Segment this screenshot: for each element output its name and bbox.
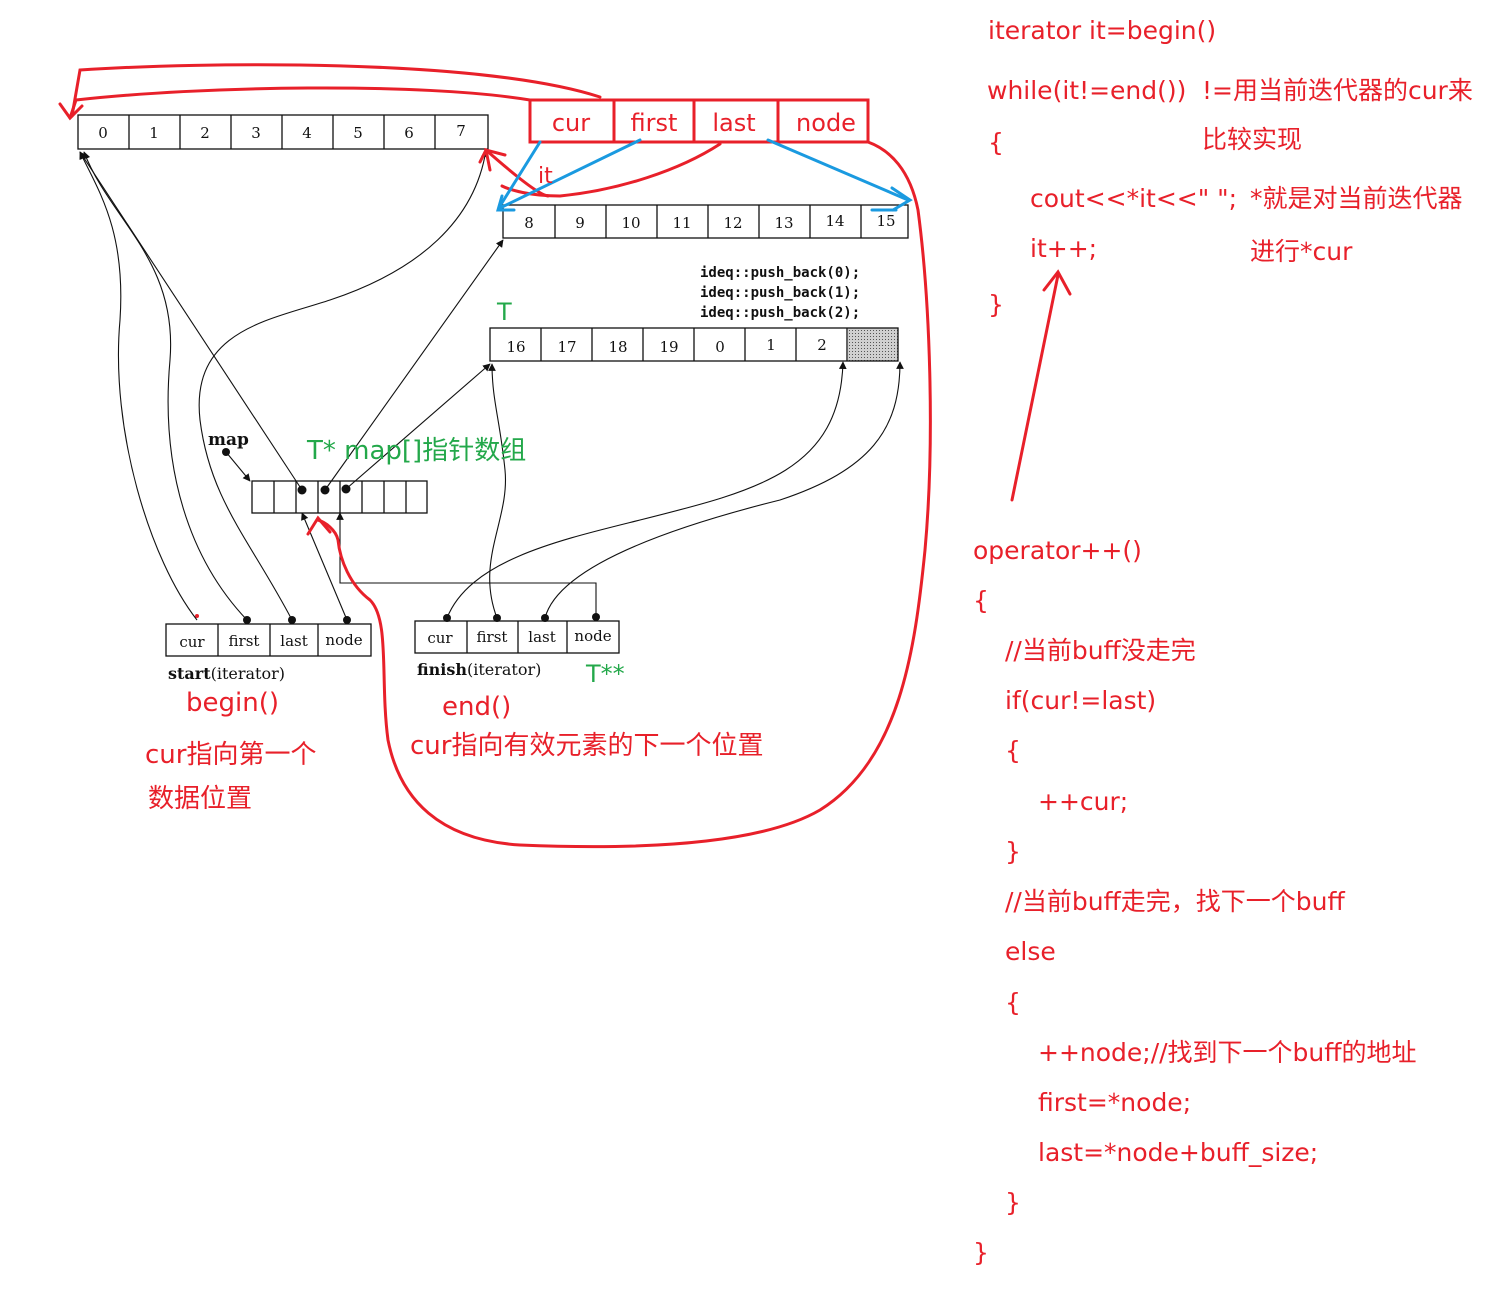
end-note: cur指向有效元素的下一个位置 bbox=[410, 731, 764, 761]
note-deref-2: 进行*cur bbox=[1250, 237, 1353, 266]
finish-rest: (iterator) bbox=[466, 660, 542, 679]
buf2-cell: 9 bbox=[575, 214, 585, 232]
buf3-cell: 16 bbox=[506, 338, 525, 356]
note-deref-1: *就是对当前迭代器 bbox=[1250, 184, 1463, 213]
buffer-3 bbox=[489, 327, 899, 362]
buf1-cell: 1 bbox=[149, 124, 159, 142]
op-line-5: ++cur; bbox=[1038, 787, 1129, 816]
buffer-1-values: 0 1 2 3 4 5 6 7 bbox=[98, 122, 466, 142]
top-iterator-box bbox=[528, 98, 870, 144]
start-iterator-label: start(iterator) bbox=[168, 664, 285, 683]
end-label: end() bbox=[442, 692, 512, 722]
op-line-14: } bbox=[973, 1238, 989, 1267]
start-field: cur bbox=[179, 633, 205, 651]
loop-line-3: cout<<*it<<" "; bbox=[1030, 184, 1238, 213]
begin-note-1: cur指向第一个 bbox=[145, 740, 317, 770]
loop-brace-close: } bbox=[988, 290, 1004, 319]
op-line-13: } bbox=[1005, 1188, 1021, 1217]
loop-brace-open: { bbox=[988, 128, 1004, 157]
start-rest: (iterator) bbox=[210, 664, 285, 683]
push-back-line-1: ideq::push_back(1); bbox=[700, 285, 861, 301]
op-line-10: ++node;//找到下一个buff的地址 bbox=[1038, 1038, 1417, 1067]
finish-iterator-box bbox=[414, 620, 620, 654]
buf3-cell: 19 bbox=[659, 338, 678, 356]
finish-field: first bbox=[477, 628, 508, 646]
buf3-cell: 17 bbox=[557, 338, 576, 356]
buf2-cell: 10 bbox=[621, 214, 640, 232]
buf2-cell: 11 bbox=[672, 214, 691, 232]
op-line-12: last=*node+buff_size; bbox=[1038, 1138, 1319, 1167]
buf3-cell: 1 bbox=[766, 336, 776, 354]
buf2-cell: 14 bbox=[825, 212, 844, 230]
buf2-cell: 8 bbox=[524, 214, 534, 232]
buffer-2 bbox=[502, 204, 909, 239]
push-back-line-0: ideq::push_back(0); bbox=[700, 265, 861, 281]
finish-field: last bbox=[528, 628, 555, 646]
push-back-line-2: ideq::push_back(2); bbox=[700, 305, 861, 321]
op-line-9: { bbox=[1005, 988, 1021, 1017]
op-line-8: else bbox=[1005, 937, 1056, 966]
start-field: first bbox=[229, 632, 260, 650]
buf2-cell: 15 bbox=[876, 212, 895, 230]
top-field-node: node bbox=[796, 109, 856, 137]
blue-arrows bbox=[496, 138, 913, 212]
buffer-1 bbox=[77, 114, 489, 150]
map-array bbox=[251, 480, 428, 514]
buf1-cell: 2 bbox=[200, 124, 210, 142]
op-line-7: //当前buff走完，找下一个buff bbox=[1005, 887, 1345, 916]
finish-iterator-label: finish(iterator) bbox=[417, 660, 541, 679]
buf2-cell: 13 bbox=[774, 214, 793, 232]
loop-line-1: iterator it=begin() bbox=[988, 16, 1217, 45]
begin-note-2: 数据位置 bbox=[148, 784, 253, 814]
loop-line-4: it++; bbox=[1030, 234, 1098, 263]
buf1-cell: 0 bbox=[98, 124, 108, 142]
start-field: last bbox=[280, 632, 307, 650]
op-line-6: } bbox=[1005, 837, 1021, 866]
note-neq-2: 比较实现 bbox=[1202, 125, 1303, 154]
buffer-3-values: 16 17 18 19 0 1 2 bbox=[506, 336, 826, 356]
loop-line-2: while(it!=end()) bbox=[987, 76, 1187, 105]
T-label: T bbox=[497, 298, 512, 326]
top-field-first: first bbox=[631, 109, 678, 137]
it-label: it bbox=[538, 164, 553, 189]
begin-label: begin() bbox=[186, 688, 279, 718]
op-line-3: if(cur!=last) bbox=[1005, 686, 1157, 715]
buf1-cell: 6 bbox=[404, 124, 414, 142]
top-field-last: last bbox=[712, 109, 755, 137]
buf2-cell: 12 bbox=[723, 214, 742, 232]
buf1-cell: 5 bbox=[353, 124, 363, 142]
top-iterator-fields: cur first last node bbox=[552, 109, 856, 137]
op-line-11: first=*node; bbox=[1038, 1088, 1192, 1117]
pointer-lines bbox=[79, 149, 904, 621]
start-iterator-box bbox=[165, 623, 372, 657]
op-line-2: //当前buff没走完 bbox=[1005, 636, 1196, 665]
red-arrows bbox=[58, 63, 1072, 849]
map-pointer-array-label: T* map[]指针数组 bbox=[307, 436, 527, 466]
buf3-cell: 0 bbox=[715, 338, 725, 356]
buf1-cell: 3 bbox=[251, 124, 261, 142]
buf3-cell: 2 bbox=[817, 336, 827, 354]
T-double-star-label: T** bbox=[586, 660, 625, 688]
finish-iterator-fields: cur first last node bbox=[427, 627, 611, 647]
finish-field: node bbox=[574, 627, 611, 645]
buf1-cell: 7 bbox=[456, 122, 466, 140]
start-iterator-fields: cur first last node bbox=[179, 631, 362, 651]
buf1-cell: 4 bbox=[302, 124, 312, 142]
start-bold: start bbox=[168, 664, 211, 683]
op-line-4: { bbox=[1005, 736, 1021, 765]
finish-bold: finish bbox=[417, 660, 467, 679]
op-line-0: operator++() bbox=[973, 536, 1142, 565]
buf3-cell: 18 bbox=[608, 338, 627, 356]
note-neq-1: !=用当前迭代器的cur来 bbox=[1202, 76, 1473, 105]
buffer-2-values: 8 9 10 11 12 13 14 15 bbox=[524, 212, 895, 232]
start-field: node bbox=[325, 631, 362, 649]
finish-field: cur bbox=[427, 629, 453, 647]
top-field-cur: cur bbox=[552, 109, 590, 137]
map-label: map bbox=[208, 430, 249, 450]
op-line-1: { bbox=[973, 586, 989, 615]
